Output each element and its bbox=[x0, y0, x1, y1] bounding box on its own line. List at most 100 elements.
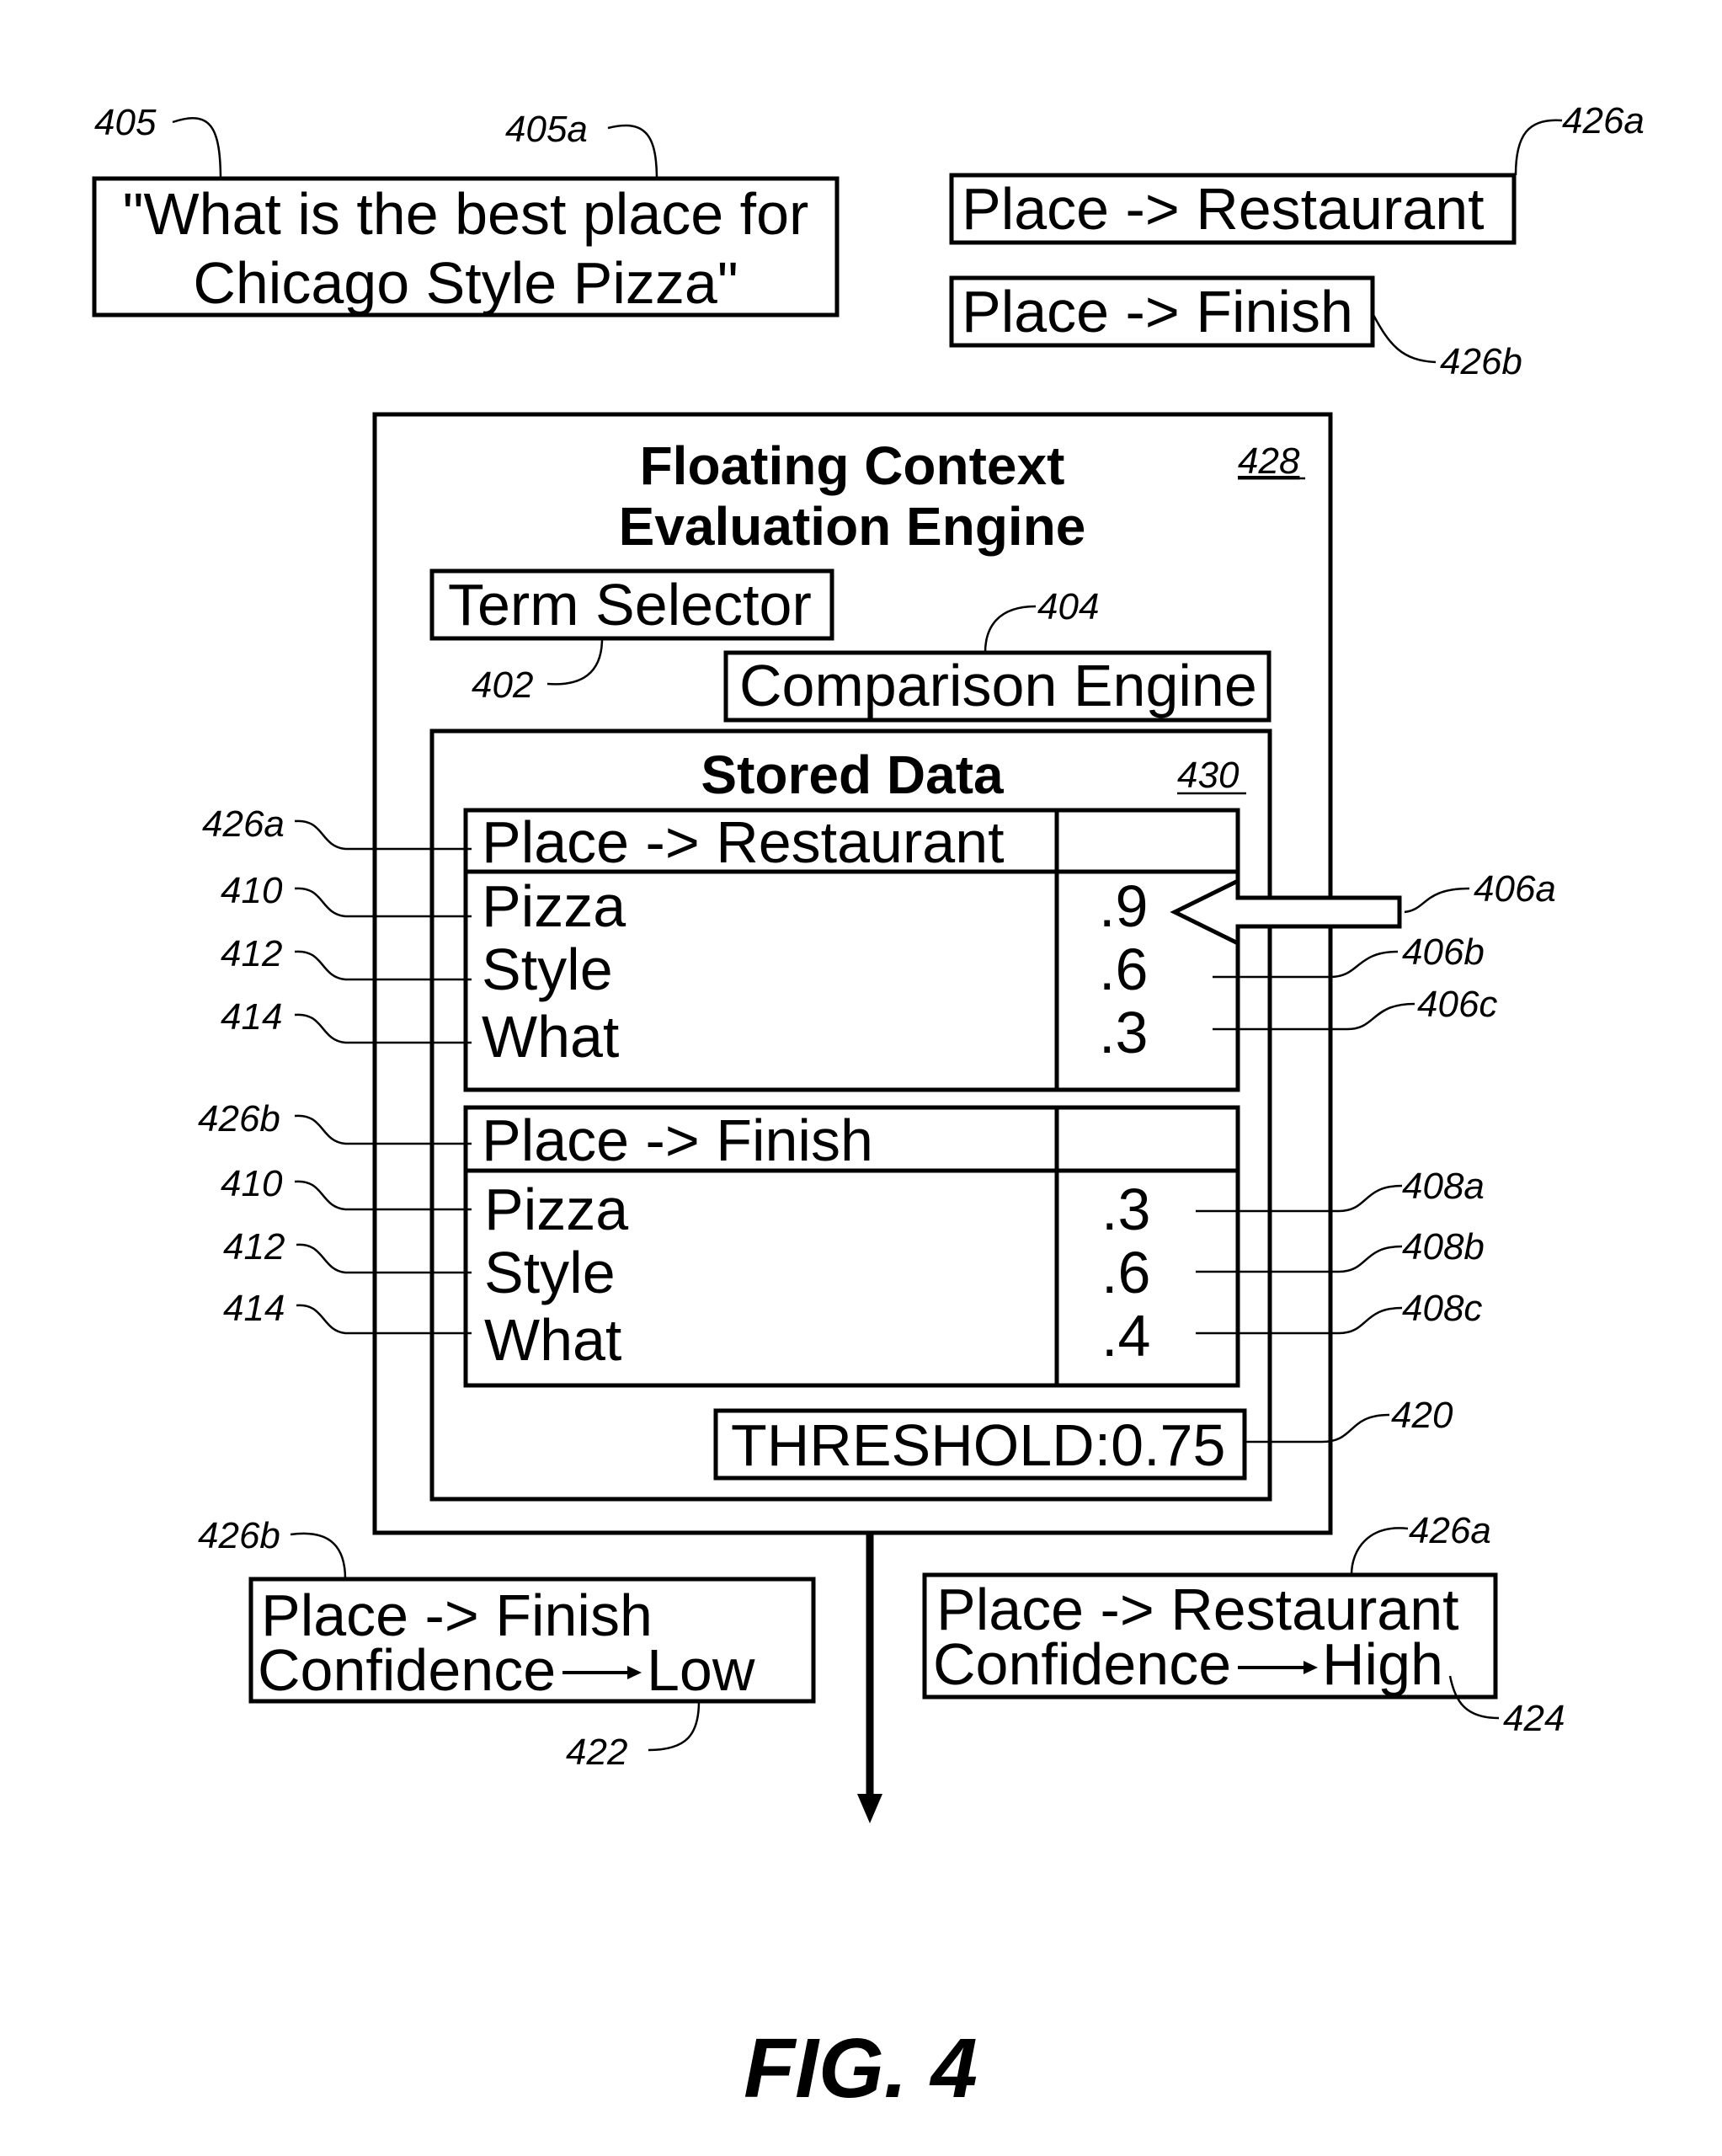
comparison-engine-box bbox=[723, 650, 1272, 723]
output-arrow bbox=[857, 1534, 882, 1823]
leader-426a-top bbox=[1514, 119, 1563, 176]
threshold-label: THRESHOLD:0.75 bbox=[731, 1412, 1225, 1478]
leader-405a bbox=[607, 124, 658, 182]
table-2-term-pizza: Pizza bbox=[484, 1177, 628, 1242]
result-finish-confidence-value: Low bbox=[647, 1637, 755, 1703]
table-2-term-what: What bbox=[484, 1307, 621, 1373]
query-rect bbox=[92, 176, 840, 318]
left-leaders-table-2: 426b 410 412 414 bbox=[198, 1098, 472, 1335]
leader-426b-table-2 bbox=[294, 1114, 472, 1145]
result-restaurant: 426a Place -> Restaurant Confidence High… bbox=[922, 1510, 1565, 1739]
ref-412-table-1: 412 bbox=[221, 933, 282, 974]
table-2-value-pizza: .3 bbox=[1101, 1177, 1150, 1242]
leader-406c bbox=[1213, 1002, 1415, 1031]
ref-412-table-2: 412 bbox=[223, 1226, 285, 1267]
result-finish-box bbox=[248, 1577, 816, 1704]
leader-420 bbox=[1245, 1413, 1390, 1444]
leader-405 bbox=[172, 117, 222, 182]
leader-422 bbox=[648, 1700, 701, 1752]
left-leaders-table-1: 426a 410 412 414 bbox=[202, 803, 472, 1044]
leader-408c bbox=[1196, 1306, 1403, 1335]
table-1-term-what: What bbox=[482, 1004, 619, 1070]
term-selector-label: Term Selector bbox=[448, 572, 812, 638]
top-context-boxes: 426a Place -> Restaurant Place -> Finish… bbox=[949, 100, 1645, 382]
leader-412-table-2 bbox=[296, 1243, 472, 1274]
ref-426b-top: 426b bbox=[1440, 341, 1522, 382]
leader-412-table-1 bbox=[294, 950, 472, 981]
leader-410-table-1 bbox=[294, 887, 472, 918]
leader-424 bbox=[1448, 1675, 1500, 1720]
leader-408a bbox=[1196, 1184, 1403, 1213]
result-finish-confidence-label: Confidence bbox=[258, 1637, 556, 1703]
pointer-arrow-406a bbox=[1170, 877, 1402, 947]
table-1-value-pizza: .9 bbox=[1099, 873, 1148, 939]
ref-408b: 408b bbox=[1402, 1226, 1485, 1267]
stored-table-restaurant: Place -> Restaurant Pizza Style What .9 … bbox=[463, 808, 1240, 1092]
ref-405a: 405a bbox=[505, 109, 588, 150]
result-restaurant-confidence-value: High bbox=[1322, 1631, 1443, 1697]
query-line-1: "What is the best place for bbox=[123, 181, 809, 247]
ref-406b: 406b bbox=[1402, 931, 1485, 973]
engine-title-line-1: Floating Context bbox=[640, 435, 1065, 496]
ref-428: 428 bbox=[1238, 440, 1300, 482]
comparison-engine-label: Comparison Engine bbox=[739, 653, 1257, 718]
evaluation-engine: Floating Context Evaluation Engine 428 T… bbox=[372, 412, 1333, 1535]
figure-label: FIG. 4 bbox=[744, 2021, 978, 2116]
leader-414-table-2 bbox=[296, 1304, 472, 1335]
leader-426a-table-1 bbox=[294, 819, 472, 851]
ref-404: 404 bbox=[1037, 586, 1099, 627]
table-1-term-style: Style bbox=[482, 937, 613, 1002]
table-2-term-style: Style bbox=[484, 1240, 616, 1305]
ref-430: 430 bbox=[1177, 755, 1240, 796]
result-finish-line-1: Place -> Finish bbox=[261, 1582, 653, 1648]
table-1-term-pizza: Pizza bbox=[482, 873, 626, 939]
ref-426a-top: 426a bbox=[1562, 100, 1645, 141]
ref-414-table-1: 414 bbox=[221, 996, 282, 1038]
ref-408a: 408a bbox=[1402, 1166, 1485, 1207]
leader-414-table-1 bbox=[294, 1013, 472, 1044]
table-2-value-style: .6 bbox=[1101, 1240, 1150, 1305]
ref-414-table-2: 414 bbox=[223, 1288, 285, 1329]
right-leaders: 406a 406b 406c 408a 408b 408c 420 bbox=[1170, 868, 1556, 1444]
threshold-box bbox=[713, 1408, 1247, 1481]
ref-426b-bottom: 426b bbox=[198, 1515, 280, 1556]
ref-406c: 406c bbox=[1417, 984, 1497, 1025]
ref-424: 424 bbox=[1503, 1698, 1565, 1739]
table-1-header: Place -> Restaurant bbox=[482, 809, 1005, 875]
query-line-2: Chicago Style Pizza" bbox=[193, 250, 738, 316]
result-restaurant-confidence-label: Confidence bbox=[933, 1631, 1231, 1697]
leader-426b-bottom bbox=[290, 1532, 347, 1580]
result-finish: 426b Place -> Finish Confidence Low 422 bbox=[198, 1515, 816, 1773]
table-2-header: Place -> Finish bbox=[482, 1107, 873, 1173]
ref-405: 405 bbox=[94, 102, 157, 143]
context-restaurant-box-top bbox=[949, 173, 1517, 245]
ref-426a-bottom: 426a bbox=[1409, 1510, 1491, 1551]
stored-table-finish: Place -> Finish Pizza Style What .3 .6 .… bbox=[463, 1105, 1240, 1388]
term-selector-box bbox=[429, 568, 834, 641]
leader-410-table-2 bbox=[294, 1180, 472, 1211]
ref-420: 420 bbox=[1391, 1395, 1453, 1436]
engine-title-line-2: Evaluation Engine bbox=[619, 496, 1086, 557]
query-box: 405 405a "What is the best place for Chi… bbox=[92, 102, 840, 318]
leader-426a-bottom bbox=[1350, 1527, 1409, 1576]
ref-410-table-1: 410 bbox=[221, 870, 283, 911]
table-1-frame bbox=[463, 808, 1240, 1092]
result-restaurant-line-1: Place -> Restaurant bbox=[936, 1577, 1459, 1642]
ref-422: 422 bbox=[566, 1732, 627, 1773]
ref-410-table-2: 410 bbox=[221, 1163, 283, 1204]
ref-406a: 406a bbox=[1474, 868, 1556, 910]
table-2-value-what: .4 bbox=[1101, 1303, 1150, 1369]
stored-data-title: Stored Data bbox=[701, 744, 1004, 805]
result-finish-arrow-head bbox=[627, 1666, 642, 1679]
ref-426b-table-2: 426b bbox=[198, 1098, 280, 1139]
context-finish-box-top bbox=[949, 275, 1375, 348]
result-restaurant-arrow-head bbox=[1303, 1661, 1318, 1674]
result-restaurant-box bbox=[922, 1572, 1498, 1700]
ref-426a-table-1: 426a bbox=[202, 803, 285, 845]
leader-406a bbox=[1404, 887, 1470, 914]
table-1-value-what: .3 bbox=[1099, 1000, 1148, 1065]
table-2-frame bbox=[463, 1105, 1240, 1388]
leader-406b bbox=[1213, 950, 1399, 979]
ref-408c: 408c bbox=[1402, 1288, 1482, 1329]
